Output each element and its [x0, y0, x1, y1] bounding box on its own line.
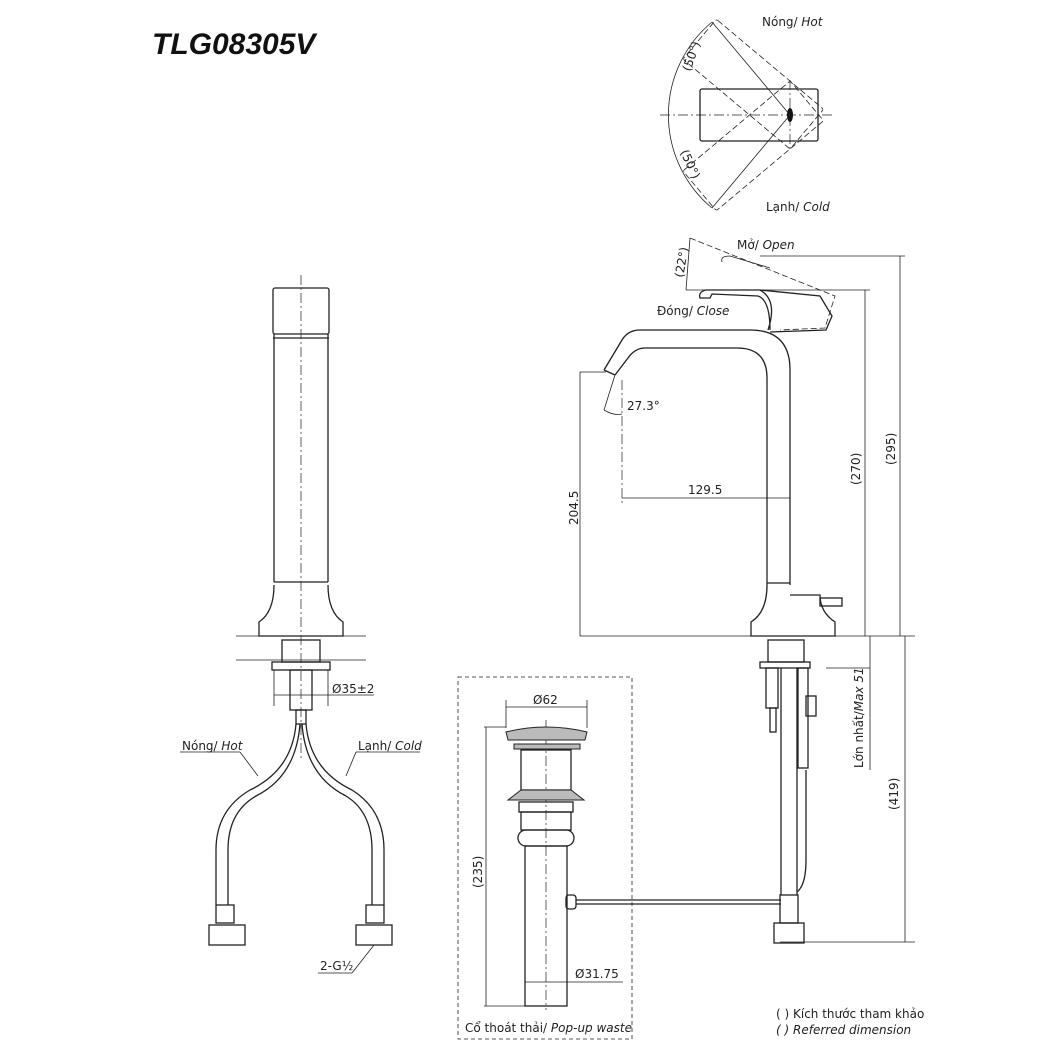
open-label: Mở/ Open: [737, 238, 795, 252]
thread-connection: 2-G½: [320, 959, 353, 973]
reach: 129.5: [688, 483, 722, 497]
top-view: (50°) (50°) Nóng/ Hot Lạnh/ Cold: [660, 15, 835, 214]
top-hot-label: Nóng/ Hot: [762, 15, 824, 29]
waste-length: (235): [471, 856, 485, 888]
angle-hot: (50°): [680, 39, 704, 73]
side-view: (22°) Mở/ Open Đóng/ Close 204.5 27.3° 1…: [567, 237, 915, 944]
height-270: (270): [849, 453, 863, 485]
cap-diameter: Ø62: [533, 693, 558, 707]
front-cold-label: Lạnh/ Cold: [358, 739, 422, 753]
front-hot-label: Nóng/ Hot: [182, 739, 244, 753]
spout-height: 204.5: [567, 491, 581, 525]
max-deck-thickness: Lớn nhất/Max 51: [852, 667, 866, 768]
front-view: Ø35±2 Nóng/ Hot Lạnh/ Cold 2-G½: [180, 275, 422, 974]
hose-length: (419): [887, 778, 901, 810]
legend-vi: ( ) Kích thước tham khảo: [776, 1007, 924, 1021]
height-295: (295): [884, 433, 898, 465]
hole-diameter: Ø35±2: [332, 682, 374, 696]
close-label: Đóng/ Close: [657, 304, 729, 318]
pipe-diameter: Ø31.75: [575, 967, 619, 981]
popup-caption: Cổ thoát thải/ Pop-up waste: [465, 1021, 632, 1035]
lever-angle: (22°): [672, 246, 691, 279]
spout-angle: 27.3°: [627, 399, 660, 413]
angle-cold: (50°): [677, 147, 703, 181]
model-title: TLG08305V: [152, 28, 318, 61]
popup-waste: Ø62 (235) Ø31.75 Cổ thoát thải/ Pop-up w…: [457, 676, 781, 1040]
top-cold-label: Lạnh/ Cold: [766, 200, 830, 214]
legend-en: ( ) Referred dimension: [776, 1023, 911, 1037]
